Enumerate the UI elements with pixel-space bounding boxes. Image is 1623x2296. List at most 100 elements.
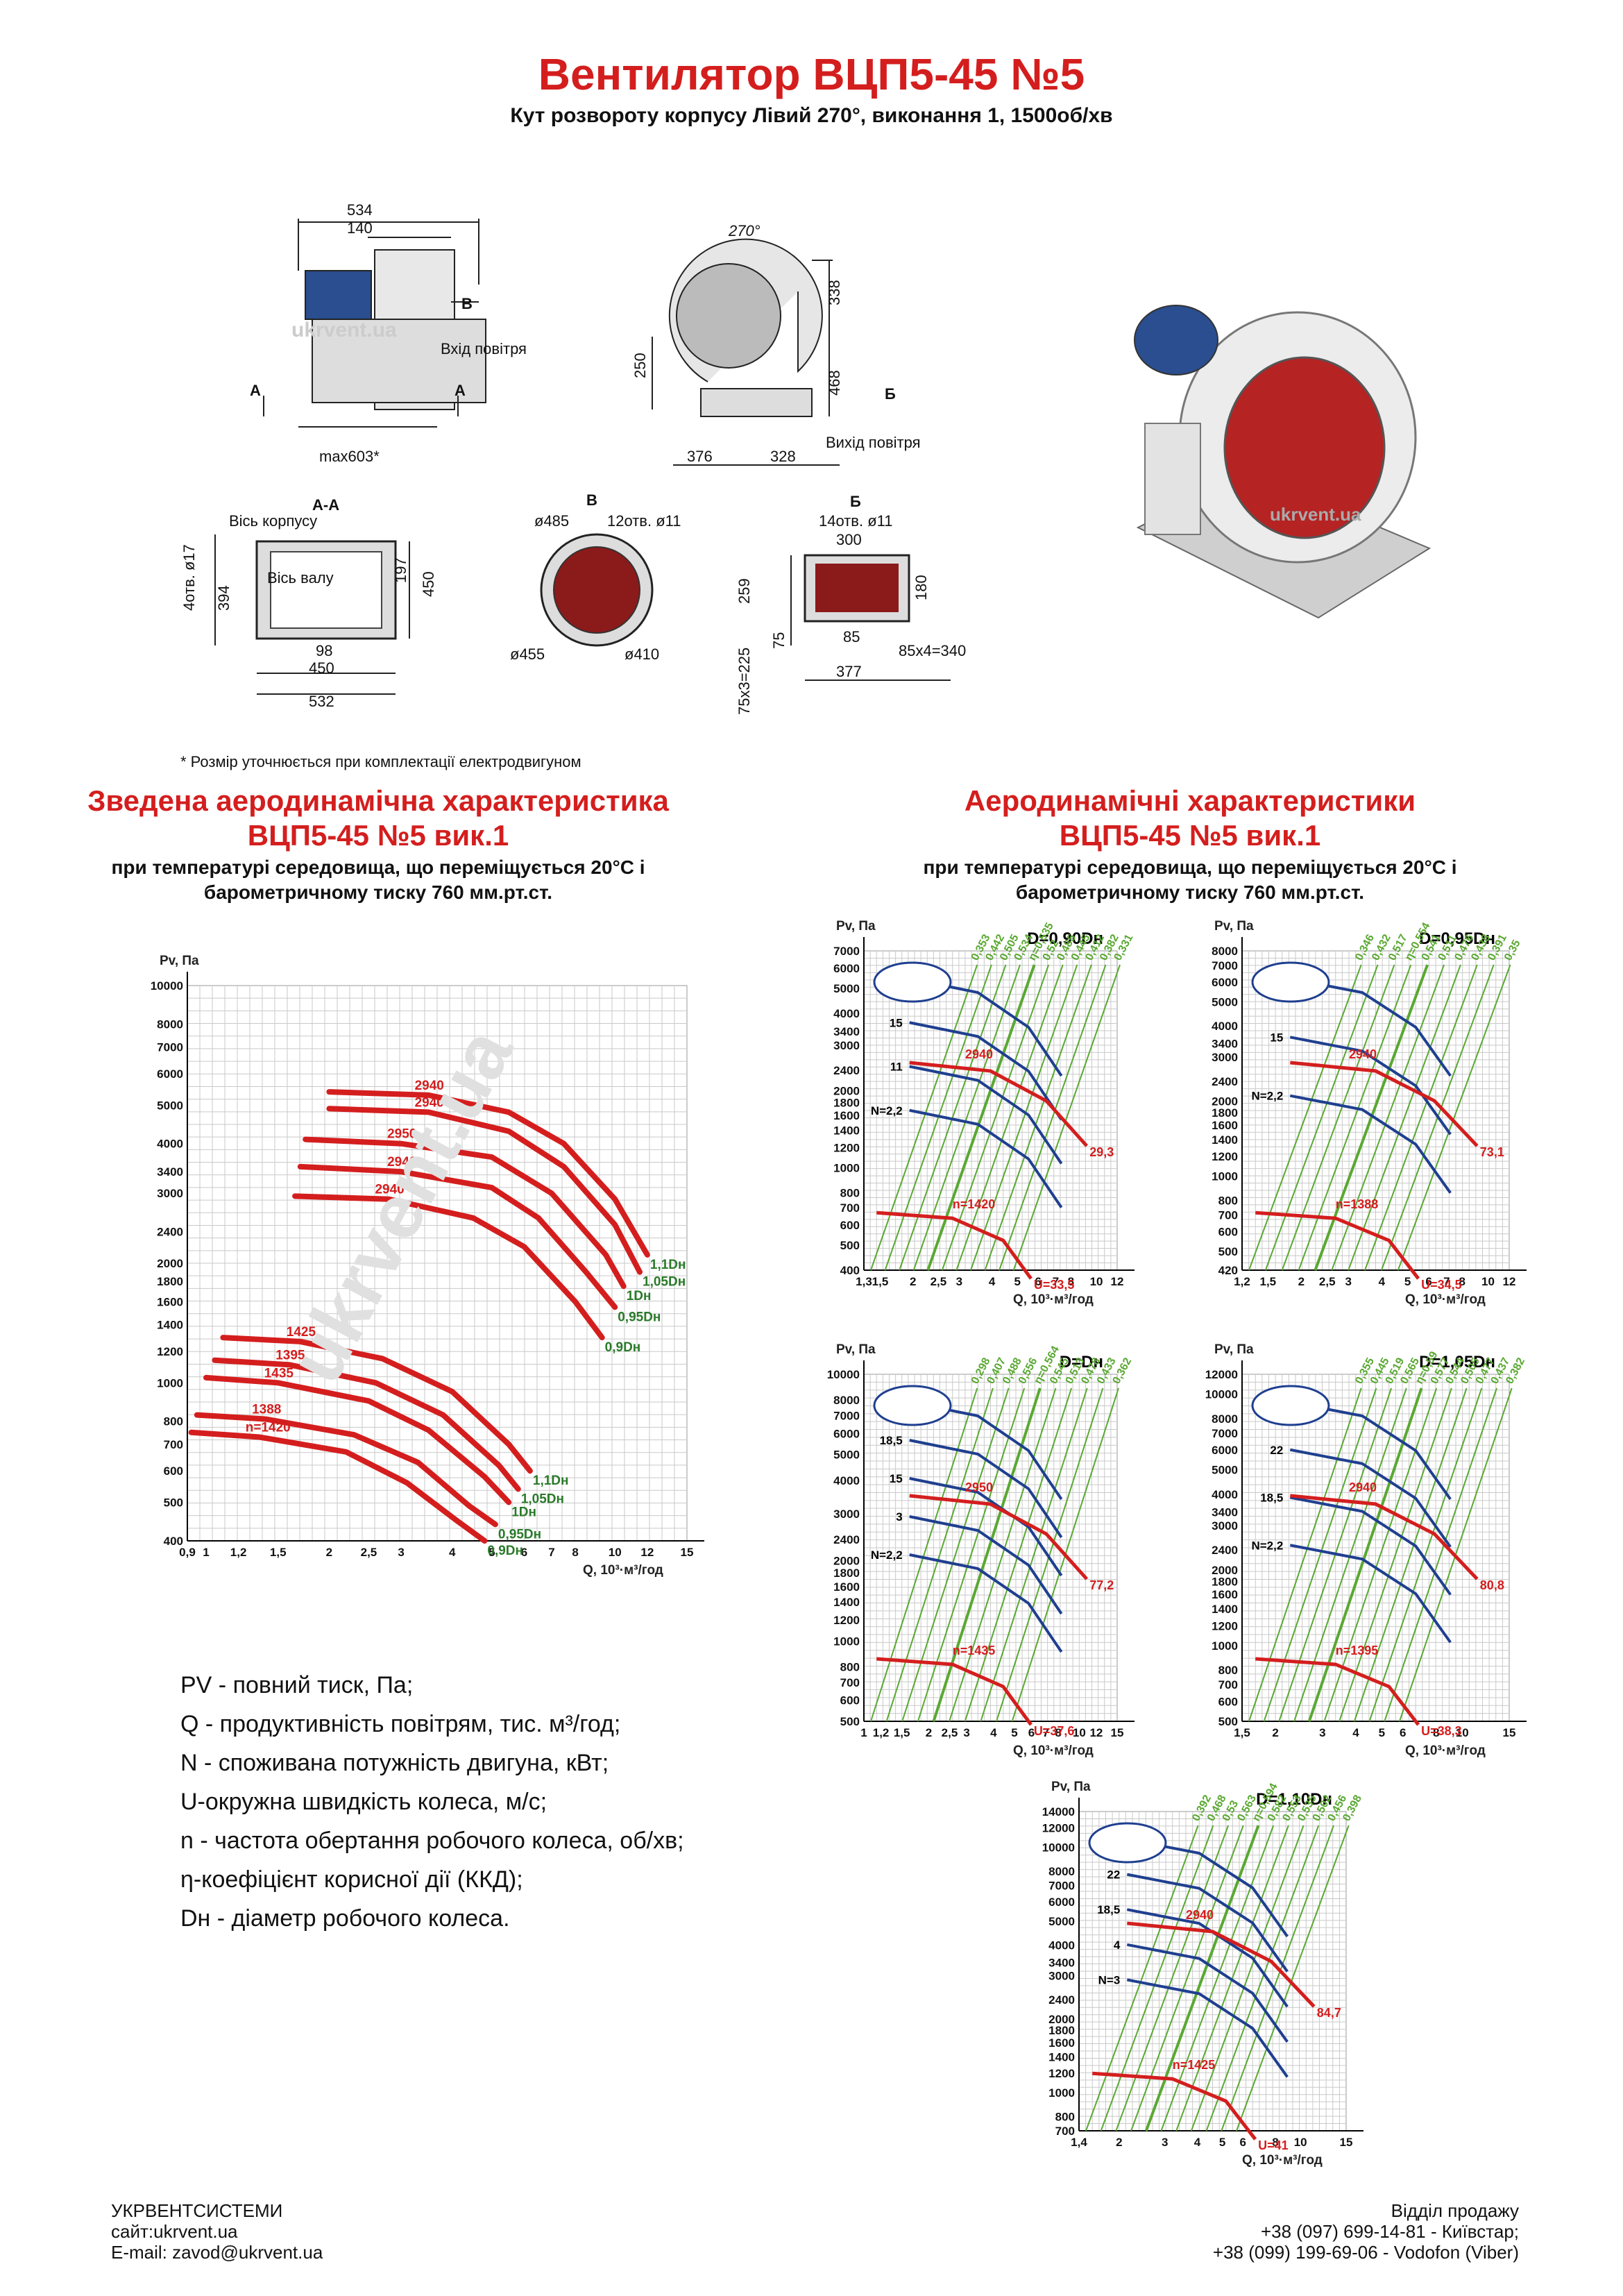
legend-item: N - споживана потужність двигуна, кВт;	[180, 1750, 609, 1776]
x-tick-label: 3	[398, 1546, 404, 1559]
x-tick-label: 10	[1456, 1726, 1469, 1739]
series-diameter-label: 1,05Dн	[643, 1275, 686, 1290]
pressure-curve-high	[1290, 1061, 1479, 1147]
series-diameter-label: 1,1Dн	[533, 1474, 569, 1488]
power-label: N=2,2	[871, 1104, 903, 1117]
y-tick-label: 1600	[1212, 1119, 1238, 1132]
series-name-label: 2940	[375, 1183, 404, 1197]
section-a-left: А	[250, 382, 261, 399]
chart-title: D=1,10Dн	[1256, 1790, 1332, 1809]
y-tick-label: 1800	[833, 1096, 860, 1109]
pressure-curve-high	[909, 1494, 1089, 1580]
footer-sales-block: Відділ продажу +38 (097) 699-14-81 - Киї…	[1213, 2200, 1519, 2263]
legend-item: Dн - діаметр робочого колеса.	[180, 1905, 510, 1932]
company-email[interactable]: E-mail: zavod@ukrvent.ua	[111, 2242, 323, 2263]
x-tick-label: 5	[1011, 1726, 1017, 1739]
y-tick-label: 14000	[1042, 1805, 1075, 1818]
sales-phone-1[interactable]: +38 (097) 699-14-81 - Київстар;	[1260, 2221, 1519, 2242]
y-tick-label: 7000	[1048, 1879, 1075, 1892]
series-diameter-label: 1,1Dн	[650, 1258, 686, 1272]
series-diameter-label: 0,95Dн	[498, 1527, 541, 1542]
power-label: 15	[890, 1472, 903, 1485]
x-tick-label: 1,5	[1259, 1275, 1276, 1288]
power-curve	[1126, 1873, 1289, 1973]
y-tick-label: 1400	[833, 1124, 860, 1138]
efficiency-line	[1353, 1387, 1468, 1722]
y-tick-label: 2000	[833, 1555, 860, 1568]
x-tick-label: 4	[989, 1275, 996, 1288]
y-tick-label: 4000	[1212, 1020, 1238, 1033]
x-tick-label: 5	[1219, 2136, 1225, 2149]
brand-logo-badge	[873, 961, 952, 1003]
company-site[interactable]: сайт:ukrvent.ua	[111, 2221, 238, 2242]
efficiency-line	[1293, 1387, 1407, 1722]
y-tick-label: 2400	[833, 1533, 860, 1546]
y-tick-label: 10000	[1205, 1388, 1238, 1401]
y-axis-label: Pv, Па	[1051, 1780, 1091, 1794]
x-tick-label: 7	[1043, 1726, 1049, 1739]
y-tick-label: 5000	[1048, 1915, 1075, 1928]
series-diameter-label: 0,95Dн	[618, 1310, 661, 1324]
y-axis-label: Pv, Па	[1214, 919, 1254, 934]
y-tick-label: 1400	[1212, 1133, 1238, 1147]
x-tick-label: 6	[1240, 2136, 1246, 2149]
x-tick-label: 8	[1272, 2136, 1278, 2149]
x-tick-label: 10	[1294, 2136, 1307, 2149]
series-diameter-label: 1Dн	[511, 1505, 536, 1520]
speed-label-low: n=1395	[1336, 1644, 1379, 1657]
x-axis-label: Q, 10³·м³/год	[1405, 1292, 1486, 1307]
angle-270: 270°	[728, 222, 760, 239]
power-label: N=2,2	[1251, 1539, 1283, 1552]
front-view-drawing: 270° 338 250 468 Б Вихід повітря 376 328	[631, 222, 921, 466]
efficiency-line	[1190, 1825, 1305, 2132]
y-tick-label: 1200	[1048, 2067, 1075, 2080]
sales-phone-2[interactable]: +38 (099) 199-69-06 - Vodofon (Viber)	[1212, 2242, 1519, 2263]
y-tick-label: 3000	[157, 1187, 183, 1200]
x-tick-label: 12	[1111, 1275, 1124, 1288]
y-tick-label: 600	[840, 1219, 860, 1232]
section-b-title: В	[586, 491, 597, 509]
y-tick-label: 2000	[1212, 1564, 1238, 1577]
series-diameter-label: 0,9Dн	[487, 1544, 523, 1558]
y-tick-label: 2000	[1048, 2013, 1075, 2026]
power-curve	[1289, 1094, 1452, 1194]
power-label: 18,5	[1260, 1492, 1283, 1505]
y-tick-label: 500	[1218, 1715, 1238, 1728]
y-tick-label: 800	[1218, 1664, 1238, 1677]
watermark: ukrvent.ua	[291, 319, 397, 341]
brand-logo-badge	[1088, 1822, 1167, 1864]
charts-cond-2: барометричному тиску 760 мм.рт.ст.	[1015, 881, 1365, 903]
dim-532: 532	[309, 693, 334, 710]
legend-item: η-коефіцієнт корисної дії (ККД);	[180, 1866, 523, 1893]
series-line	[297, 1163, 618, 1310]
y-axis-label: Pv, Па	[160, 954, 199, 968]
series-line	[203, 1374, 512, 1505]
tip-speed-label-low: U=41	[1258, 2138, 1289, 2152]
efficiency-line	[870, 1387, 978, 1722]
x-axis-label: Q, 10³·м³/год	[1013, 1292, 1094, 1307]
fan-3d-illustration: ukrvent.ua	[1134, 305, 1431, 619]
y-tick-label: 700	[840, 1676, 860, 1689]
y-tick-label: 1600	[833, 1109, 860, 1122]
efficiency-line	[980, 1387, 1088, 1722]
power-label: 18,5	[880, 1434, 903, 1447]
dim-468: 468	[826, 370, 843, 396]
efficiency-line	[999, 964, 1107, 1271]
series-name-label: 2950	[387, 1127, 416, 1142]
y-tick-label: 400	[840, 1264, 860, 1277]
tip-speed-label-high: 84,7	[1317, 2006, 1341, 2020]
y-tick-label: 1200	[1212, 1619, 1238, 1632]
dim-338: 338	[826, 280, 843, 305]
x-tick-label: 6	[1035, 1275, 1041, 1288]
power-label: 4	[1114, 1939, 1121, 1952]
speed-label-high: 2940	[1349, 1047, 1377, 1061]
x-tick-label: 1,3	[856, 1275, 872, 1288]
x-tick-label: 6	[1028, 1726, 1035, 1739]
x-tick-label: 7	[1443, 1275, 1450, 1288]
series-name-label: n=1420	[246, 1420, 291, 1435]
y-tick-label: 700	[1218, 1208, 1238, 1222]
y-tick-label: 12000	[1042, 1822, 1075, 1835]
power-label: N=2,2	[1251, 1090, 1283, 1103]
